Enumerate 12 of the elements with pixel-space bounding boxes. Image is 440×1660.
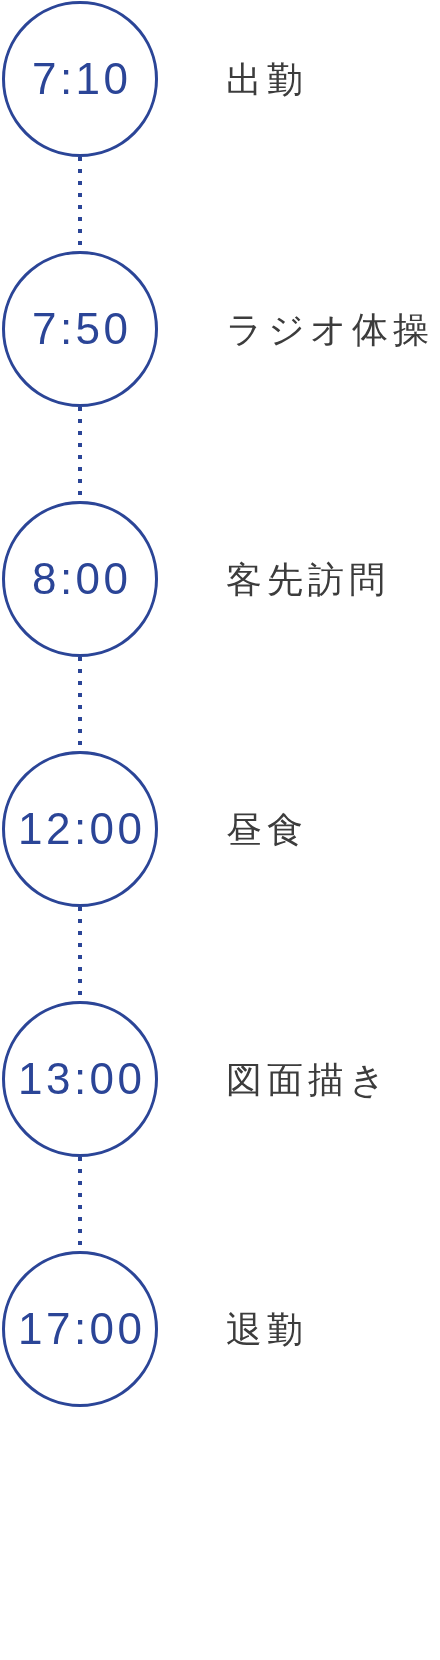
time-label: 7:50 — [31, 307, 132, 351]
activity-label: 図面描き — [226, 1058, 391, 1102]
activity-label: 退勤 — [226, 1308, 308, 1352]
activity-label: ラジオ体操 — [226, 308, 434, 352]
time-label: 17:00 — [17, 1307, 146, 1351]
activity-label: 客先訪問 — [226, 558, 390, 602]
time-label: 8:00 — [31, 557, 132, 601]
activity-label: 出勤 — [226, 58, 308, 102]
time-label: 12:00 — [17, 807, 146, 851]
activity-label: 昼食 — [226, 808, 308, 852]
time-label: 13:00 — [17, 1057, 146, 1101]
time-label: 7:10 — [31, 57, 132, 101]
